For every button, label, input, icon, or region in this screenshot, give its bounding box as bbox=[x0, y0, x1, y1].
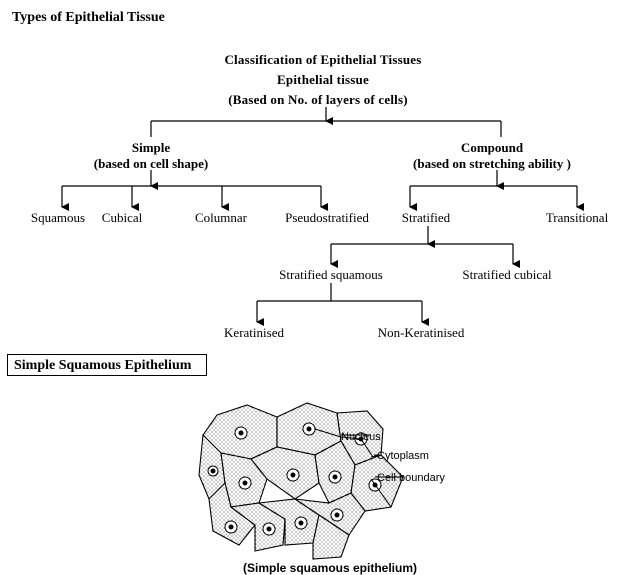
cubical-node: Cubical bbox=[101, 210, 143, 225]
compound-node: Compound bbox=[460, 140, 524, 155]
classification-tree-connectors bbox=[61, 107, 584, 326]
columnar-node: Columnar bbox=[195, 210, 247, 225]
transitional-node: Transitional bbox=[545, 210, 609, 225]
section-heading: Simple Squamous Epithelium bbox=[7, 354, 207, 376]
squamous-node: Squamous bbox=[30, 210, 86, 225]
compound-note: (based on stretching ability ) bbox=[413, 156, 571, 171]
pseudostratified-node: Pseudostratified bbox=[285, 210, 369, 225]
nucleus-label: Nucleus bbox=[341, 431, 381, 443]
cell bbox=[312, 514, 350, 560]
keratinised-node: Keratinised bbox=[224, 325, 284, 340]
nuclei bbox=[207, 422, 382, 536]
stratified-squamous-node: Stratified squamous bbox=[279, 267, 383, 282]
root-note: (Based on No. of layers of cells) bbox=[228, 92, 408, 107]
stratified-cubical-node: Stratified cubical bbox=[462, 267, 552, 282]
cytoplasm-label: Cytoplasm bbox=[377, 450, 429, 462]
stratified-node: Stratified bbox=[401, 210, 451, 225]
root-node: Epithelial tissue bbox=[277, 72, 369, 87]
cell-boundary-label: Cell boundary bbox=[377, 472, 445, 484]
figure-caption: (Simple squamous epithelium) bbox=[242, 561, 418, 575]
page-title: Types of Epithelial Tissue bbox=[12, 10, 165, 25]
simple-note: (based on cell shape) bbox=[93, 156, 209, 171]
non-keratinised-node: Non-Keratinised bbox=[377, 325, 465, 340]
squamous-epithelium-figure: Nucleus Cytoplasm Cell boundary bbox=[198, 402, 445, 560]
simple-node: Simple bbox=[131, 140, 171, 155]
classification-heading: Classification of Epithelial Tissues bbox=[224, 52, 422, 67]
